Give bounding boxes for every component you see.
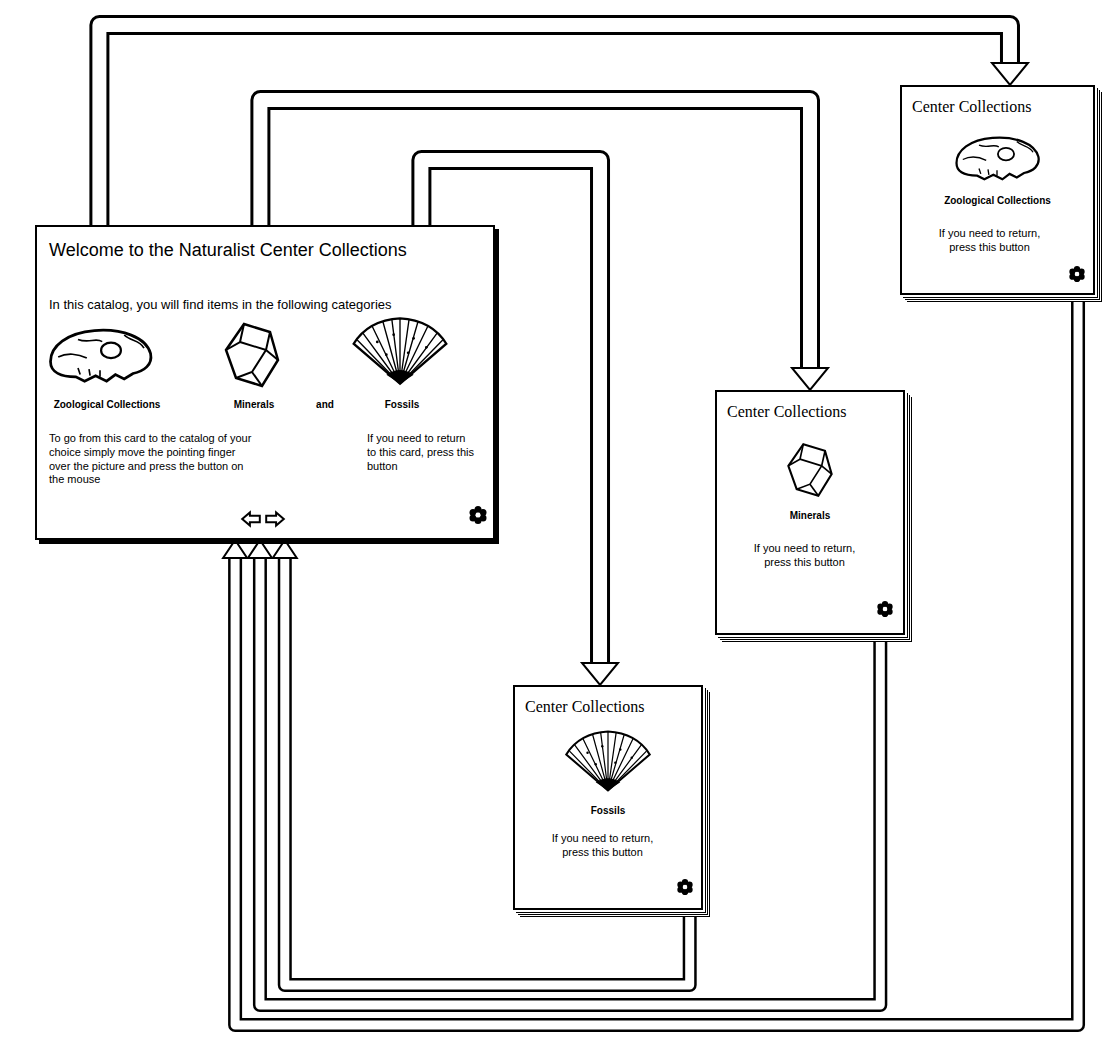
navigation-connector (248, 540, 880, 1005)
return-instruction: If you need to return, press this button (742, 542, 867, 570)
crystal-icon (226, 324, 278, 386)
arrow-head (223, 540, 247, 558)
card-title: Center Collections (912, 97, 1082, 117)
instruction-text: To go from this card to the catalog of y… (49, 432, 254, 487)
category-label: Fossils (352, 399, 452, 412)
return-instruction: If you need to return, press this button (540, 832, 665, 860)
tube-outline (235, 295, 1078, 1025)
return-instruction: If you need to return to this card, pres… (367, 432, 477, 473)
card-title: Center Collections (727, 402, 893, 422)
back-arrow-icon (242, 512, 260, 525)
fossil-icon (354, 318, 447, 383)
tube-fill (260, 100, 810, 368)
skull-icon (957, 138, 1039, 180)
minerals-card: Center CollectionsMinerals If you need to… (715, 390, 905, 635)
tube-fill (99, 25, 1010, 225)
tube-outline (260, 558, 880, 1005)
navigation-connector (223, 295, 1078, 1025)
arrow-head (992, 63, 1028, 85)
navigation-connector (421, 160, 618, 685)
tube-fill (285, 558, 690, 985)
welcome-card: Welcome to the Naturalist Center Collect… (35, 225, 495, 540)
zoological-card: Center CollectionsZoological Collections… (900, 85, 1095, 295)
card-title: Center Collections (525, 697, 691, 717)
tube-fill (421, 160, 600, 663)
arrow-head (582, 663, 618, 685)
tube-fill (260, 558, 880, 1005)
category-label: Minerals (721, 510, 899, 523)
home-button-icon (877, 601, 892, 617)
arrow-head (273, 540, 297, 558)
fossils-card: Center CollectionsFossils If you need to … (513, 685, 703, 910)
return-instruction: If you need to return, press this button (927, 227, 1052, 255)
forward-arrow-icon (266, 512, 284, 525)
card-title: Welcome to the Naturalist Center Collect… (49, 239, 485, 262)
home-button-icon (1069, 266, 1084, 282)
conjunction-label: and (305, 399, 345, 412)
intro-text: In this catalog, you will find items in … (49, 297, 485, 313)
home-button-icon (677, 879, 692, 895)
category-label: Fossils (519, 805, 697, 818)
arrow-head (792, 368, 828, 390)
tube-outline (99, 25, 1010, 225)
tube-outline (260, 100, 810, 368)
category-label: Zoological Collections (906, 195, 1089, 208)
skull-icon (51, 330, 151, 381)
fossil-icon (566, 732, 649, 791)
navigation-connector (99, 25, 1028, 225)
category-label: Minerals (214, 399, 294, 412)
arrow-head (248, 540, 272, 558)
category-label: Zoological Collections (42, 399, 172, 412)
tube-outline (285, 558, 690, 985)
home-button-icon (470, 506, 487, 524)
tube-fill (235, 295, 1078, 1025)
navigation-connector (273, 540, 690, 985)
tube-outline (421, 160, 600, 663)
crystal-icon (788, 444, 831, 496)
